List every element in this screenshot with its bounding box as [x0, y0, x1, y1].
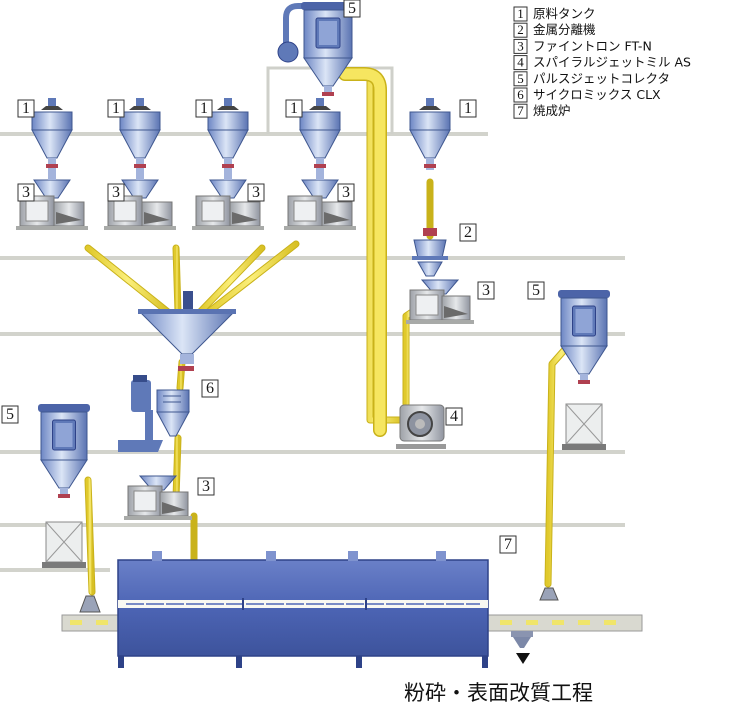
callout-number: 3: [482, 282, 490, 299]
raw-material-tank: [16, 98, 88, 230]
callout-furnace: 7: [499, 535, 517, 554]
callout-number: 5: [348, 0, 356, 17]
callout-feeder: 3: [107, 183, 125, 202]
callout-tank: 1: [17, 99, 35, 118]
fine-tron-feeder: [192, 168, 264, 230]
process-caption: 粉砕・表面改質工程: [404, 681, 593, 705]
legend-number: 4: [517, 55, 524, 70]
legend-label: パルスジェットコレクタ: [533, 71, 670, 86]
pulse-jet-collector: [558, 290, 610, 450]
legend-label: ファイントロン FT-N: [533, 38, 652, 53]
spiral-jet-mill: [396, 404, 446, 449]
callout-number: 2: [464, 224, 472, 241]
pulse-jet-collector: [38, 404, 90, 568]
legend-item: 2 金属分離機: [513, 22, 596, 38]
callout-number: 3: [202, 478, 210, 495]
callout-number: 5: [6, 406, 14, 423]
callout-number: 1: [200, 100, 208, 117]
callout-feeder: 3: [337, 183, 355, 202]
callout-feeder: 3: [17, 183, 35, 202]
callout-number: 5: [532, 282, 540, 299]
raw-material-tank: [409, 98, 451, 170]
callout-tank: 1: [107, 99, 125, 118]
callout-feeder: 3: [247, 183, 265, 202]
callout-feeder: 3: [197, 477, 215, 496]
fine-tron-feeder: [124, 475, 192, 520]
pulse-jet-collector: [301, 2, 355, 96]
pulse-jet-collectors: [38, 2, 610, 568]
raw-material-tank: [284, 98, 356, 230]
callout-number: 3: [342, 184, 350, 201]
legend-number: 5: [517, 71, 524, 86]
callout-number: 1: [22, 100, 30, 117]
legend-label: スパイラルジェットミル AS: [533, 55, 691, 70]
legend-item: 6 サイクロミックス CLX: [513, 87, 661, 103]
metal-separator: [412, 228, 448, 277]
callout-mill: 4: [445, 407, 463, 426]
legend-number: 6: [517, 87, 524, 102]
legend-number: 7: [517, 103, 524, 118]
fine-tron-feeder: [16, 168, 88, 230]
callout-collector: 5: [527, 281, 545, 300]
legend-item: 4 スパイラルジェットミル AS: [513, 55, 691, 71]
legend-number: 3: [517, 38, 524, 53]
central-hopper: [138, 291, 236, 371]
callout-tank: 1: [285, 99, 303, 118]
calcination-furnace: [61, 551, 643, 668]
raw-material-tank: [104, 98, 176, 230]
legend-label: 焼成炉: [533, 103, 571, 118]
raw-material-tanks: [16, 98, 474, 520]
pulse-jet-collector: [277, 3, 306, 63]
legend-label: サイクロミックス CLX: [533, 87, 661, 102]
callout-number: 7: [504, 536, 512, 553]
legend-item: 7 焼成炉: [513, 103, 571, 119]
callout-number: 6: [206, 380, 214, 397]
legend-item: 5 パルスジェットコレクタ: [513, 71, 670, 87]
callout-collector: 5: [1, 405, 19, 424]
callout-number: 1: [290, 100, 298, 117]
callout-feeder: 3: [477, 281, 495, 300]
callout-number: 3: [112, 184, 120, 201]
legend: 1 原料タンク 2 金属分離機 3 ファイントロン FT-N 4 スパイラルジェットミル AS…: [513, 6, 691, 119]
callout-mixer: 6: [201, 379, 219, 398]
legend-item: 3 ファイントロン FT-N: [513, 38, 652, 54]
callout-number: 1: [112, 100, 120, 117]
callout-tank: 1: [459, 99, 477, 118]
legend-number: 1: [517, 6, 524, 21]
legend-item: 1 原料タンク: [513, 6, 596, 22]
legend-label: 原料タンク: [533, 6, 596, 21]
legend-number: 2: [517, 22, 524, 37]
callout-collector: 5: [343, 0, 361, 18]
callout-number: 3: [252, 184, 260, 201]
cyclomix-mixer: [118, 375, 190, 452]
fine-tron-feeder: [104, 168, 176, 230]
callout-number: 1: [464, 100, 472, 117]
callout-tank: 1: [195, 99, 213, 118]
callout-number: 4: [450, 408, 458, 425]
fine-tron-feeder: [284, 168, 356, 230]
callout-separator: 2: [459, 223, 477, 242]
raw-material-tank: [192, 98, 264, 230]
fine-tron-feeder: [406, 279, 474, 324]
callout-number: 3: [22, 184, 30, 201]
legend-label: 金属分離機: [533, 22, 596, 37]
